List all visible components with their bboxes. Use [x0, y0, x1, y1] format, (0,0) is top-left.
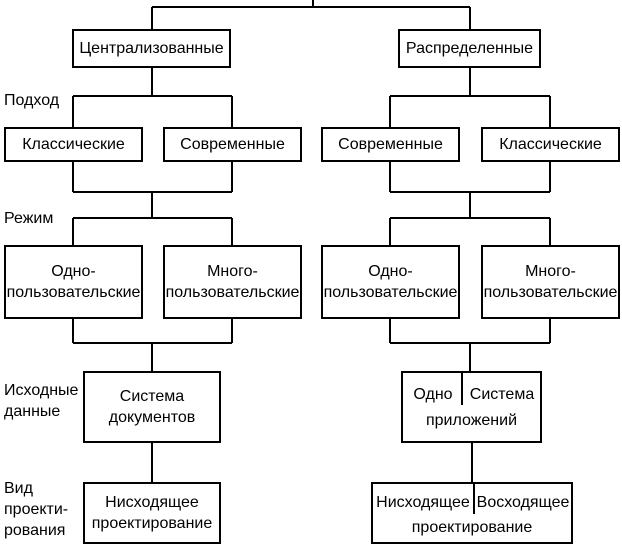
top-down-line-1: Нисходящее	[105, 494, 199, 511]
multi-user-line-1: Много-	[207, 263, 258, 280]
approach-row-label: Подход	[4, 92, 60, 109]
top-down-design-box: Нисходящее проектирование	[83, 482, 221, 544]
mixed-design-box: Нисходящее Восходящее проектирование	[371, 482, 573, 544]
centralized-classic-box: Классические	[4, 127, 143, 162]
application-one-label: Одно	[413, 386, 453, 403]
source-label-line-1: Исходные	[4, 382, 79, 399]
document-system-line-2: документов	[108, 409, 196, 426]
design-label-line-1: Вид	[4, 480, 33, 497]
design-label-line-2: проекти-	[4, 501, 69, 518]
multi-user-line-1: Много-	[525, 263, 576, 280]
design-label-line-3: рования	[4, 522, 66, 539]
single-user-line-2: пользовательские	[323, 284, 458, 301]
distributed-modern-box: Современные	[321, 127, 460, 162]
application-system-box: Одно Система приложений	[401, 371, 542, 443]
distributed-label: Распределенные	[405, 40, 534, 57]
distributed-box: Распределенные	[398, 29, 541, 68]
centralized-modern-label: Современные	[180, 136, 285, 153]
source-row-label: Исходные данные	[4, 380, 78, 422]
centralized-box: Централизованные	[72, 29, 231, 68]
multi-user-line-2: пользовательские	[165, 284, 300, 301]
top-down-line-2: проектирование	[91, 515, 213, 532]
centralized-label: Централизованные	[79, 40, 224, 57]
application-bottom-label: приложений	[425, 412, 518, 429]
design-row-label: Вид проекти- рования	[4, 478, 68, 541]
distributed-single-user-box: Одно- пользовательские	[321, 245, 460, 319]
single-user-line-1: Одно-	[368, 263, 413, 280]
distributed-classic-label: Классические	[499, 136, 602, 153]
mixed-top-down-label: Нисходящее	[376, 494, 470, 511]
single-user-line-1: Одно-	[51, 263, 96, 280]
mixed-bottom-up-label: Восходящее	[476, 494, 570, 511]
mixed-divider	[473, 484, 475, 514]
application-system-label: Система	[469, 386, 535, 403]
centralized-modern-box: Современные	[163, 127, 302, 162]
distributed-multi-user-box: Много- пользовательские	[481, 245, 620, 319]
centralized-single-user-box: Одно- пользовательские	[4, 245, 143, 319]
source-label-line-2: данные	[4, 403, 61, 420]
centralized-classic-label: Классические	[22, 136, 125, 153]
document-system-line-1: Система	[119, 388, 185, 405]
single-user-line-2: пользовательские	[6, 284, 141, 301]
centralized-multi-user-box: Много- пользовательские	[163, 245, 302, 319]
multi-user-line-2: пользовательские	[483, 284, 618, 301]
mixed-bottom-label: проектирование	[411, 519, 533, 536]
application-divider	[461, 373, 463, 405]
mode-row-label: Режим	[4, 210, 54, 227]
distributed-classic-box: Классические	[481, 127, 620, 162]
distributed-modern-label: Современные	[338, 136, 443, 153]
document-system-box: Система документов	[83, 371, 221, 443]
